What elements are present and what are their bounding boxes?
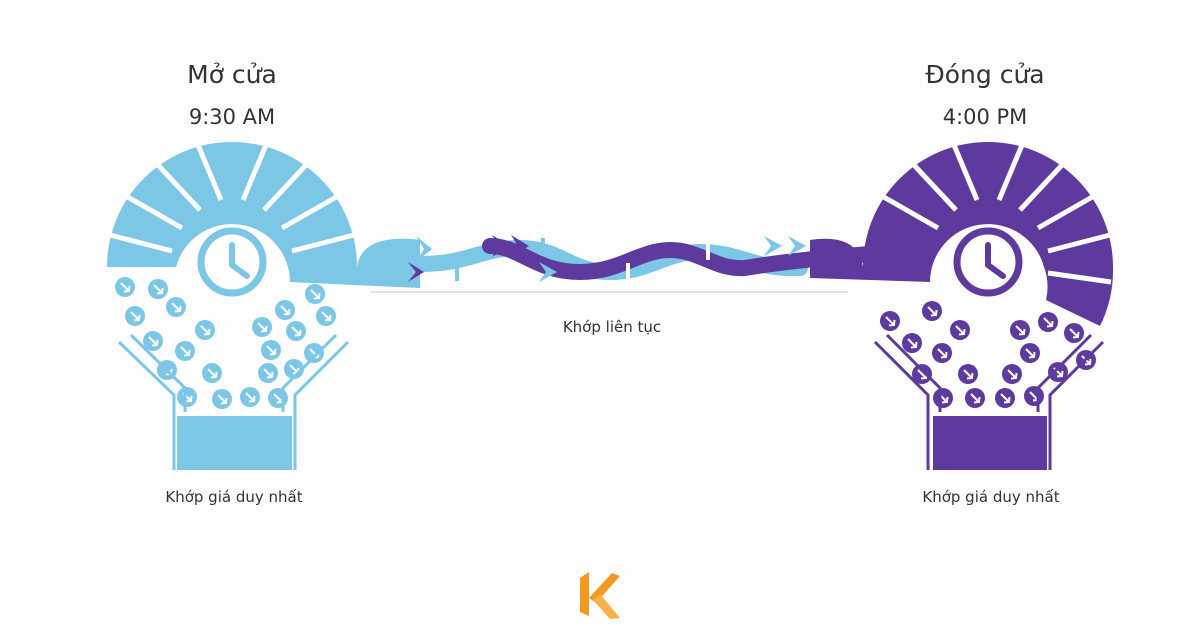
open-fan-dial bbox=[107, 142, 420, 288]
close-caption: Khớp giá duy nhất bbox=[922, 488, 1060, 506]
close-funnel bbox=[873, 333, 1105, 470]
close-time: 4:00 PM bbox=[942, 105, 1028, 129]
open-auction-block bbox=[107, 142, 420, 470]
stream-separators bbox=[455, 238, 710, 281]
close-matched-box bbox=[933, 416, 1047, 470]
clock-icon bbox=[953, 227, 1023, 297]
open-matched-box bbox=[177, 416, 292, 470]
middle-caption: Khớp liên tục bbox=[562, 318, 662, 336]
clock-icon bbox=[197, 227, 267, 297]
close-title: Đóng cửa bbox=[925, 60, 1045, 89]
open-time: 9:30 AM bbox=[188, 105, 276, 129]
close-fan-dial bbox=[810, 142, 1114, 326]
continuous-matching-streams bbox=[370, 235, 878, 293]
stream-arrow-heads bbox=[404, 235, 806, 287]
close-order-dots bbox=[879, 300, 1097, 409]
open-funnel bbox=[117, 333, 350, 470]
k-logo-icon bbox=[580, 572, 620, 619]
open-caption: Khớp giá duy nhất bbox=[165, 488, 303, 506]
open-title: Mở cửa bbox=[187, 60, 277, 89]
close-auction-block bbox=[810, 142, 1114, 470]
